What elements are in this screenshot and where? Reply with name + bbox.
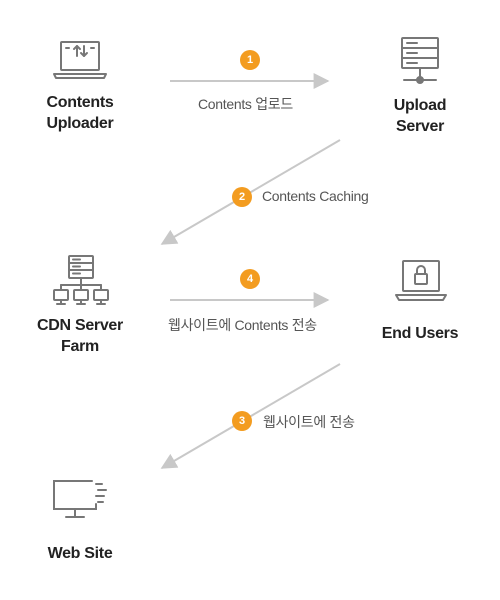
step-4-badge: 4	[240, 269, 260, 289]
node-upload-server: Upload Server	[360, 95, 480, 137]
node-label: End Users	[381, 325, 459, 342]
node-label: Upload	[393, 97, 447, 114]
step-1-label: Contents 업로드	[198, 96, 293, 112]
node-end-users: End Users	[360, 323, 480, 344]
step-1-badge: 1	[240, 50, 260, 70]
node-label: CDN Server	[37, 317, 123, 334]
node-label: Contents	[46, 94, 114, 111]
node-contents-uploader: Contents Uploader	[20, 92, 140, 134]
step-3-badge: 3	[232, 411, 252, 431]
node-label: Uploader	[46, 115, 114, 132]
node-cdn-server-farm: CDN Server Farm	[20, 315, 140, 357]
step-3-label: 웹사이트에 전송	[263, 414, 355, 430]
node-label: Farm	[61, 338, 99, 355]
step-2-badge: 2	[232, 187, 252, 207]
step-2-label: Contents Caching	[262, 188, 369, 204]
step-4-label: 웹사이트에 Contents 전송	[168, 317, 317, 333]
node-label: Server	[395, 118, 445, 135]
node-web-site: Web Site	[20, 543, 140, 564]
node-label: Web Site	[47, 545, 113, 562]
